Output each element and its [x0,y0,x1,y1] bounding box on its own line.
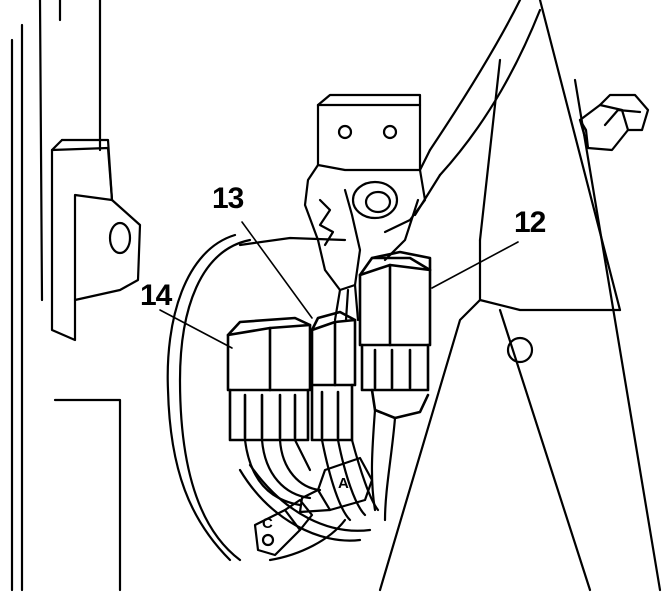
relay-12 [358,250,432,420]
wire-bundle [333,148,442,322]
callout-relay-12: 12 [514,206,546,239]
leader-14 [159,309,233,349]
callout-relay-14: 14 [140,279,172,312]
relay-13 [310,310,357,442]
connector-a [298,456,374,514]
connector-c-label: C [262,515,273,532]
left-panel [10,0,122,592]
leader-lines [159,221,519,349]
curved-pipe [428,0,542,242]
connector-a-label: A [338,475,349,492]
leader-12 [431,241,519,289]
right-wall [378,0,662,592]
bolt [578,93,650,152]
connector-c [253,498,314,557]
leader-13 [241,221,313,319]
clip-tab [303,163,362,292]
mounting-bracket [50,138,142,342]
callout-relay-13: 13 [212,182,244,215]
relay-14 [226,316,312,442]
upper-plate [316,93,427,234]
